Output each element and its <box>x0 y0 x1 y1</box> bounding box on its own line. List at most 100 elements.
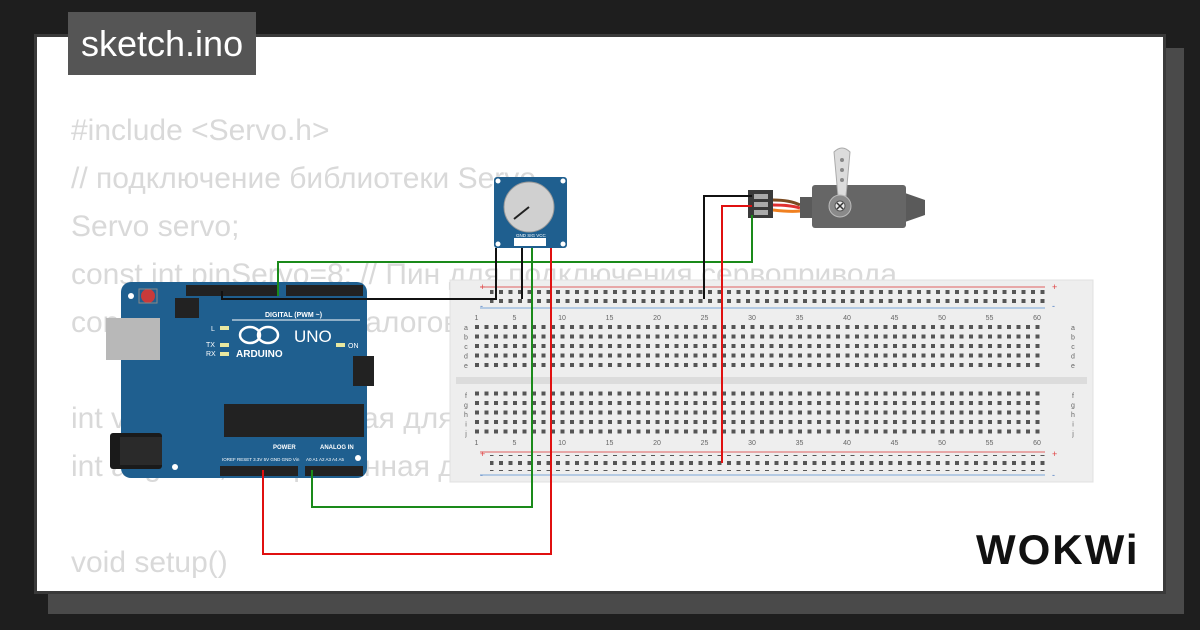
breadboard-row-letter: i <box>1072 422 1074 429</box>
breadboard-column-number: 55 <box>986 440 994 447</box>
board-brand-label: ARDUINO <box>236 349 283 360</box>
breadboard-row-letter: b <box>464 335 468 342</box>
rail-plus-label: + <box>1052 449 1057 459</box>
led-l-label: L <box>211 326 215 333</box>
rail-plus-label: + <box>480 282 485 292</box>
breadboard-column-number: 5 <box>513 440 517 447</box>
breadboard-row-letter: b <box>1071 335 1075 342</box>
breadboard-column-number: 30 <box>748 440 756 447</box>
potentiometer[interactable]: GND SIG VCC <box>494 177 567 248</box>
led-rx-label: RX <box>206 351 216 358</box>
board-model-label: UNO <box>294 327 332 346</box>
breadboard-row-letter: a <box>1071 325 1075 332</box>
power-pin-labels: IOREF RESET 3.3V 5V GND GND Vin <box>222 457 300 462</box>
breadboard-column-number: 5 <box>513 315 517 322</box>
breadboard-column-number: 60 <box>1033 315 1041 322</box>
wire-servo-signal[interactable] <box>277 215 753 296</box>
breadboard-column-number: 50 <box>938 315 946 322</box>
rail-plus-label: + <box>1052 282 1057 292</box>
rail-minus-label: - <box>1052 301 1055 311</box>
breadboard-column-number: 10 <box>558 315 566 322</box>
breadboard-column-number: 35 <box>796 440 804 447</box>
potentiometer-knob-indicator <box>513 206 530 220</box>
wokwi-logo[interactable]: WOKWi <box>976 526 1140 573</box>
wires[interactable] <box>221 195 753 555</box>
breadboard-row-letter: e <box>1071 363 1075 370</box>
breadboard-row-letter: h <box>464 412 468 419</box>
breadboard-column-number: 20 <box>653 440 661 447</box>
breadboard-column-number: 45 <box>891 315 899 322</box>
code-line: #include <Servo.h> <box>71 114 330 147</box>
rail-minus-label: - <box>1052 470 1055 480</box>
wire-servo-vcc[interactable] <box>721 205 752 463</box>
breadboard-row-letter: h <box>1071 412 1075 419</box>
digital-header-label: DIGITAL (PWM ~) <box>265 312 322 319</box>
power-header-label: POWER <box>273 445 296 451</box>
breadboard-labels: 1155101015152020252530303535404045455050… <box>464 315 1075 447</box>
filename-tab[interactable]: sketch.ino <box>68 12 257 75</box>
breadboard-terminal-bottom <box>472 391 1044 439</box>
breadboard-column-number: 40 <box>843 315 851 322</box>
arduino-logo <box>238 325 280 345</box>
rail-minus-label: - <box>480 470 483 480</box>
breadboard-row-letter: d <box>1071 354 1075 361</box>
breadboard-row-letter: g <box>464 403 468 410</box>
breadboard-row-letter: c <box>1071 344 1075 351</box>
breadboard-column-number: 45 <box>891 440 899 447</box>
servo-body <box>812 185 906 228</box>
code-line: Servo servo; <box>71 210 240 243</box>
led-l <box>220 326 229 330</box>
breadboard-row-letter: f <box>465 393 467 400</box>
reset-button[interactable] <box>141 289 155 303</box>
analog-pin-labels: A0 A1 A2 A3 A4 A5 <box>306 457 345 462</box>
led-tx-label: TX <box>206 342 215 349</box>
wire-pot-signal[interactable] <box>311 248 533 508</box>
breadboard-row-letter: f <box>1072 393 1074 400</box>
power-header <box>220 466 298 476</box>
analog-header <box>305 466 363 476</box>
led-on-label: ON <box>348 343 359 350</box>
breadboard-top-rail: + + - - <box>480 282 1057 311</box>
wire-pot-gnd[interactable] <box>221 248 497 300</box>
breadboard-column-number: 15 <box>606 315 614 322</box>
code-line: void setup() <box>71 546 228 579</box>
breadboard-column-number: 1 <box>475 315 479 322</box>
breadboard-row-letter: j <box>1071 431 1074 438</box>
breadboard-column-number: 1 <box>475 440 479 447</box>
breadboard-column-number: 10 <box>558 440 566 447</box>
breadboard-column-number: 15 <box>606 440 614 447</box>
breadboard-row-letter: g <box>1071 403 1075 410</box>
breadboard-row-letter: d <box>464 354 468 361</box>
breadboard-column-number: 60 <box>1033 440 1041 447</box>
breadboard-divider <box>456 377 1087 384</box>
breadboard-row-letter: i <box>465 422 467 429</box>
breadboard-terminal-top <box>472 323 1044 371</box>
wire-pot-vcc[interactable] <box>262 248 552 555</box>
led-rx <box>220 352 229 356</box>
breadboard-row-letter: e <box>464 363 468 370</box>
analog-header-label: ANALOG IN <box>320 445 354 451</box>
servo-motor[interactable] <box>748 147 925 228</box>
breadboard-row-letter: a <box>464 325 468 332</box>
rail-plus-label: + <box>480 449 485 459</box>
breadboard-column-number: 30 <box>748 315 756 322</box>
breadboard-column-number: 25 <box>701 315 709 322</box>
breadboard-column-number: 50 <box>938 440 946 447</box>
digital-header-right <box>286 285 363 296</box>
breadboard-row-letter: j <box>464 431 467 438</box>
breadboard-column-number: 20 <box>653 315 661 322</box>
digital-header-left <box>186 285 277 296</box>
arduino-uno[interactable]: DIGITAL (PWM ~) UNO ARDUINO L TX RX ON P… <box>106 282 374 478</box>
led-tx <box>220 343 229 347</box>
breadboard-column-number: 35 <box>796 315 804 322</box>
wire-servo-gnd[interactable] <box>703 195 752 299</box>
usb-port <box>106 318 160 360</box>
breadboard[interactable]: + + - - + + - - 115510101515202025253030… <box>449 279 1094 483</box>
led-on <box>336 343 345 347</box>
potentiometer-pin-labels: GND SIG VCC <box>516 233 547 238</box>
breadboard-bottom-rail: + + - - <box>480 449 1057 480</box>
rail-minus-label: - <box>480 301 483 311</box>
atmega-chip <box>224 404 364 437</box>
breadboard-column-number: 40 <box>843 440 851 447</box>
